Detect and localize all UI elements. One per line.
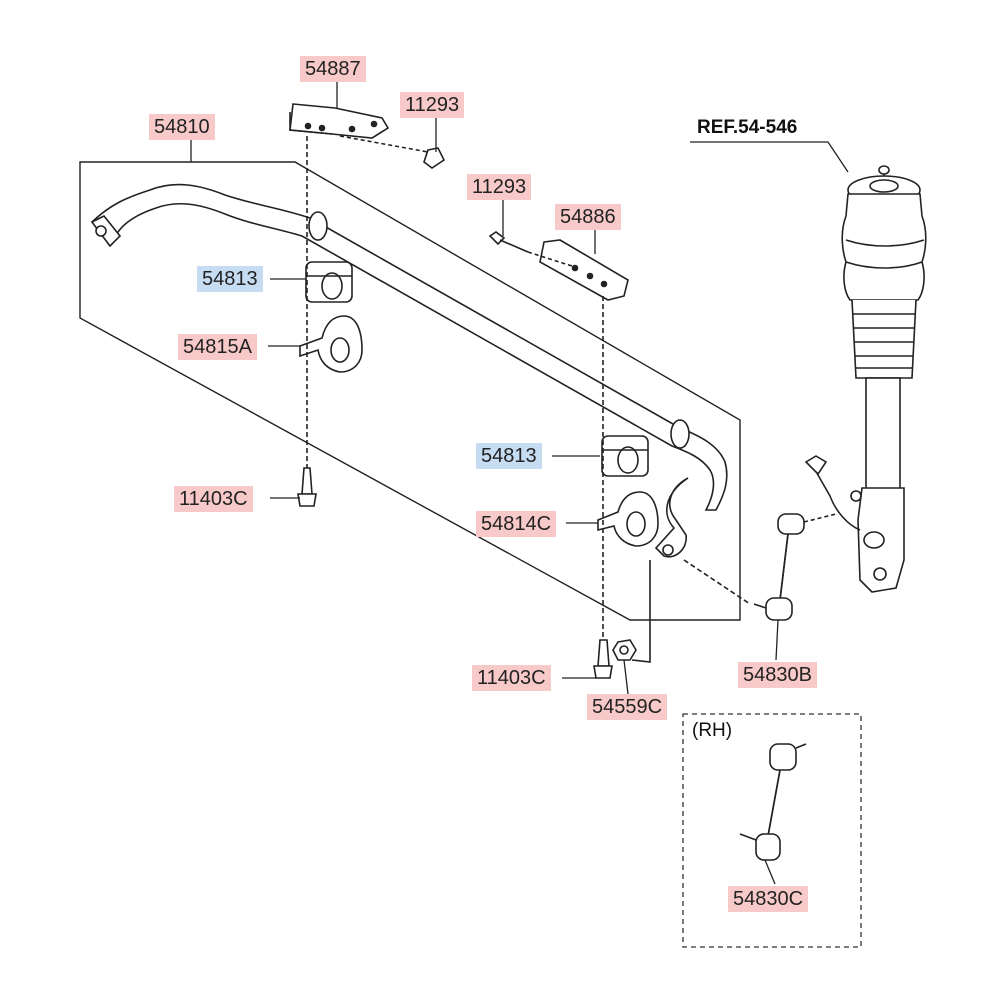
label-nut: 54559C	[587, 694, 668, 720]
label-bracket-left: 54887	[300, 56, 366, 82]
label-stab-bar: 54810	[149, 114, 215, 140]
label-link-rh: 54830C	[728, 886, 809, 912]
label-bolt-top-right: 11293	[467, 174, 532, 200]
rh-variant-box	[682, 713, 862, 948]
stabilizer-link-left	[683, 513, 837, 621]
rh-variant-label: (RH)	[692, 720, 733, 741]
bracket-left	[289, 103, 390, 139]
label-bracket-right: 54886	[555, 204, 621, 230]
clamp-left	[299, 315, 363, 373]
clamp-right	[597, 491, 659, 547]
bolt-bottom-right	[593, 296, 613, 679]
nut	[612, 560, 651, 663]
label-link-left: 54830B	[738, 662, 817, 688]
air-strut	[804, 165, 927, 593]
label-bushing-left: 54813	[197, 266, 263, 292]
stabilizer-link-rh	[739, 743, 807, 861]
bolt-top-left	[339, 135, 446, 169]
label-bolt-top-left: 11293	[400, 92, 465, 118]
assembly-outline	[79, 161, 741, 621]
label-bushing-right: 54813	[476, 443, 542, 469]
bushing-left	[305, 261, 353, 303]
bolt-top-right	[488, 231, 573, 267]
label-bolt-bottom-left: 11403C	[174, 486, 253, 512]
bracket-right	[539, 239, 629, 301]
bushing-right	[601, 435, 649, 477]
label-bolt-bottom-right: 11403C	[472, 665, 551, 691]
leader-lines	[190, 80, 849, 885]
label-clamp-right: 54814C	[476, 511, 557, 537]
reference-label: REF.54-546	[697, 117, 798, 138]
label-clamp-left: 54815A	[178, 334, 257, 360]
bolt-bottom-left	[297, 136, 317, 507]
stabilizer-bar	[90, 183, 728, 558]
